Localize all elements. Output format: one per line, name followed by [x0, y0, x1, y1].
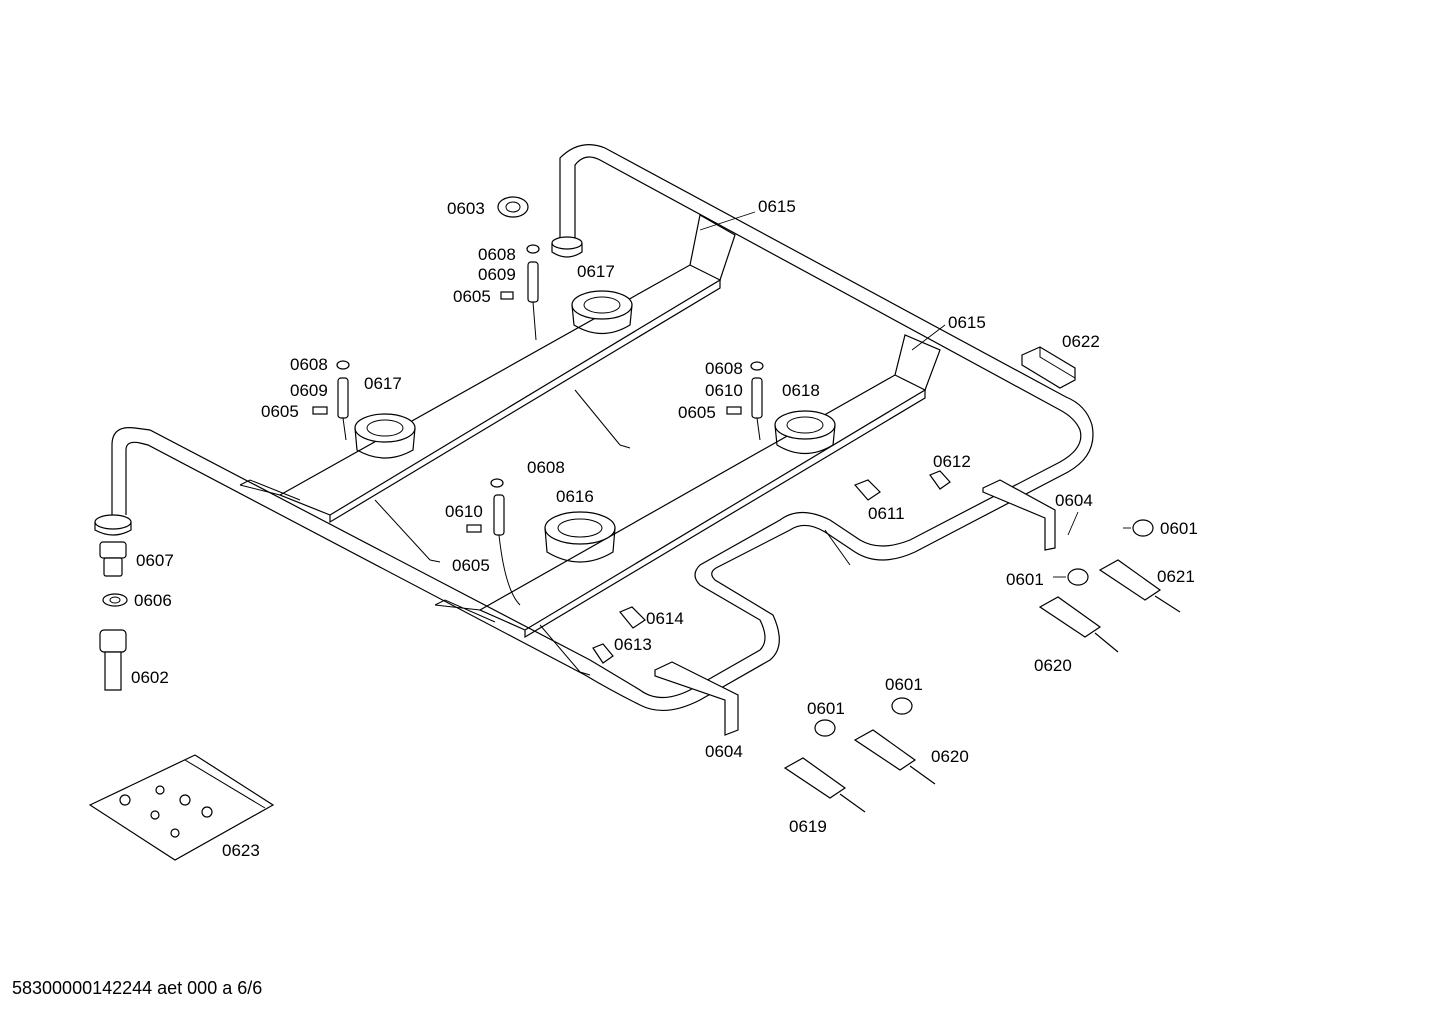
gas-pipe-frame: [94, 144, 1094, 712]
burner-cup-0618: [774, 410, 836, 455]
label-0608: 0608: [478, 245, 516, 264]
burner-cup-0617-top: [571, 290, 633, 335]
label-0601: 0601: [885, 675, 923, 694]
label-0615: 0615: [948, 313, 986, 332]
parts-bag-0623: [88, 754, 275, 861]
label-0604: 0604: [1055, 491, 1093, 510]
label-0622: 0622: [1062, 332, 1100, 351]
burner-rail-left: [239, 214, 736, 563]
label-0623: 0623: [222, 841, 260, 860]
valve-0620-right: [1038, 596, 1119, 653]
electrode-0609-left: [312, 360, 350, 441]
label-0608: 0608: [527, 458, 565, 477]
label-0605: 0605: [261, 402, 299, 421]
nozzle-0612: [929, 470, 951, 490]
burner-cup-0617-left: [354, 413, 416, 459]
cap-0601-d: [891, 697, 913, 715]
bracket-0604-right: [982, 479, 1056, 551]
label-0602: 0602: [131, 668, 169, 687]
cap-0601-a: [1132, 519, 1154, 537]
label-0616: 0616: [556, 487, 594, 506]
label-0605: 0605: [678, 403, 716, 422]
document-id-footer: 58300000142244 aet 000 a 6/6: [12, 978, 263, 998]
label-0618: 0618: [782, 381, 820, 400]
nozzle-0613: [592, 643, 614, 664]
fitting-0607: [99, 541, 127, 577]
label-0605: 0605: [452, 556, 490, 575]
label-0601: 0601: [1006, 570, 1044, 589]
label-0614: 0614: [646, 609, 684, 628]
label-0610: 0610: [705, 381, 743, 400]
valve-0621: [1098, 559, 1181, 613]
nut-0603: [497, 196, 529, 218]
cap-0601-c: [814, 719, 836, 737]
valve-0620-bottom: [853, 729, 936, 785]
label-0610: 0610: [445, 502, 483, 521]
label-0601: 0601: [807, 699, 845, 718]
bracket-0604-bottom: [654, 661, 739, 736]
hose-fitting-0602: [99, 629, 127, 691]
label-0617: 0617: [577, 262, 615, 281]
label-0617: 0617: [364, 374, 402, 393]
label-0609: 0609: [478, 265, 516, 284]
washer-0606: [102, 593, 128, 607]
electrode-0609-top: [500, 244, 540, 341]
label-0621: 0621: [1157, 567, 1195, 586]
label-0608: 0608: [705, 359, 743, 378]
electrode-0610-right: [726, 361, 764, 441]
burner-cup-0616: [544, 511, 616, 563]
clip-0622: [1021, 346, 1076, 389]
label-0607: 0607: [136, 551, 174, 570]
nozzle-0614: [619, 606, 646, 629]
label-0605: 0605: [453, 287, 491, 306]
callout-labels: 0603 0608 0609 0605 0617 0615 0615 0622 …: [131, 197, 1198, 860]
label-0606: 0606: [134, 591, 172, 610]
label-0611: 0611: [868, 504, 905, 523]
label-0609: 0609: [290, 381, 328, 400]
label-0603: 0603: [447, 199, 485, 218]
leader-lines: [699, 211, 1131, 578]
label-0620: 0620: [931, 747, 969, 766]
electrode-0610-mid: [466, 478, 521, 606]
label-0601: 0601: [1160, 519, 1198, 538]
cap-0601-b: [1067, 568, 1089, 586]
label-0615: 0615: [758, 197, 796, 216]
valve-0619: [783, 757, 866, 813]
label-0612: 0612: [933, 452, 971, 471]
label-0608: 0608: [290, 355, 328, 374]
label-0620: 0620: [1034, 656, 1072, 675]
burner-rail-right: [434, 334, 941, 676]
label-0604: 0604: [705, 742, 743, 761]
label-0613: 0613: [614, 635, 652, 654]
nozzle-0611: [853, 479, 881, 501]
label-0619: 0619: [789, 817, 827, 836]
